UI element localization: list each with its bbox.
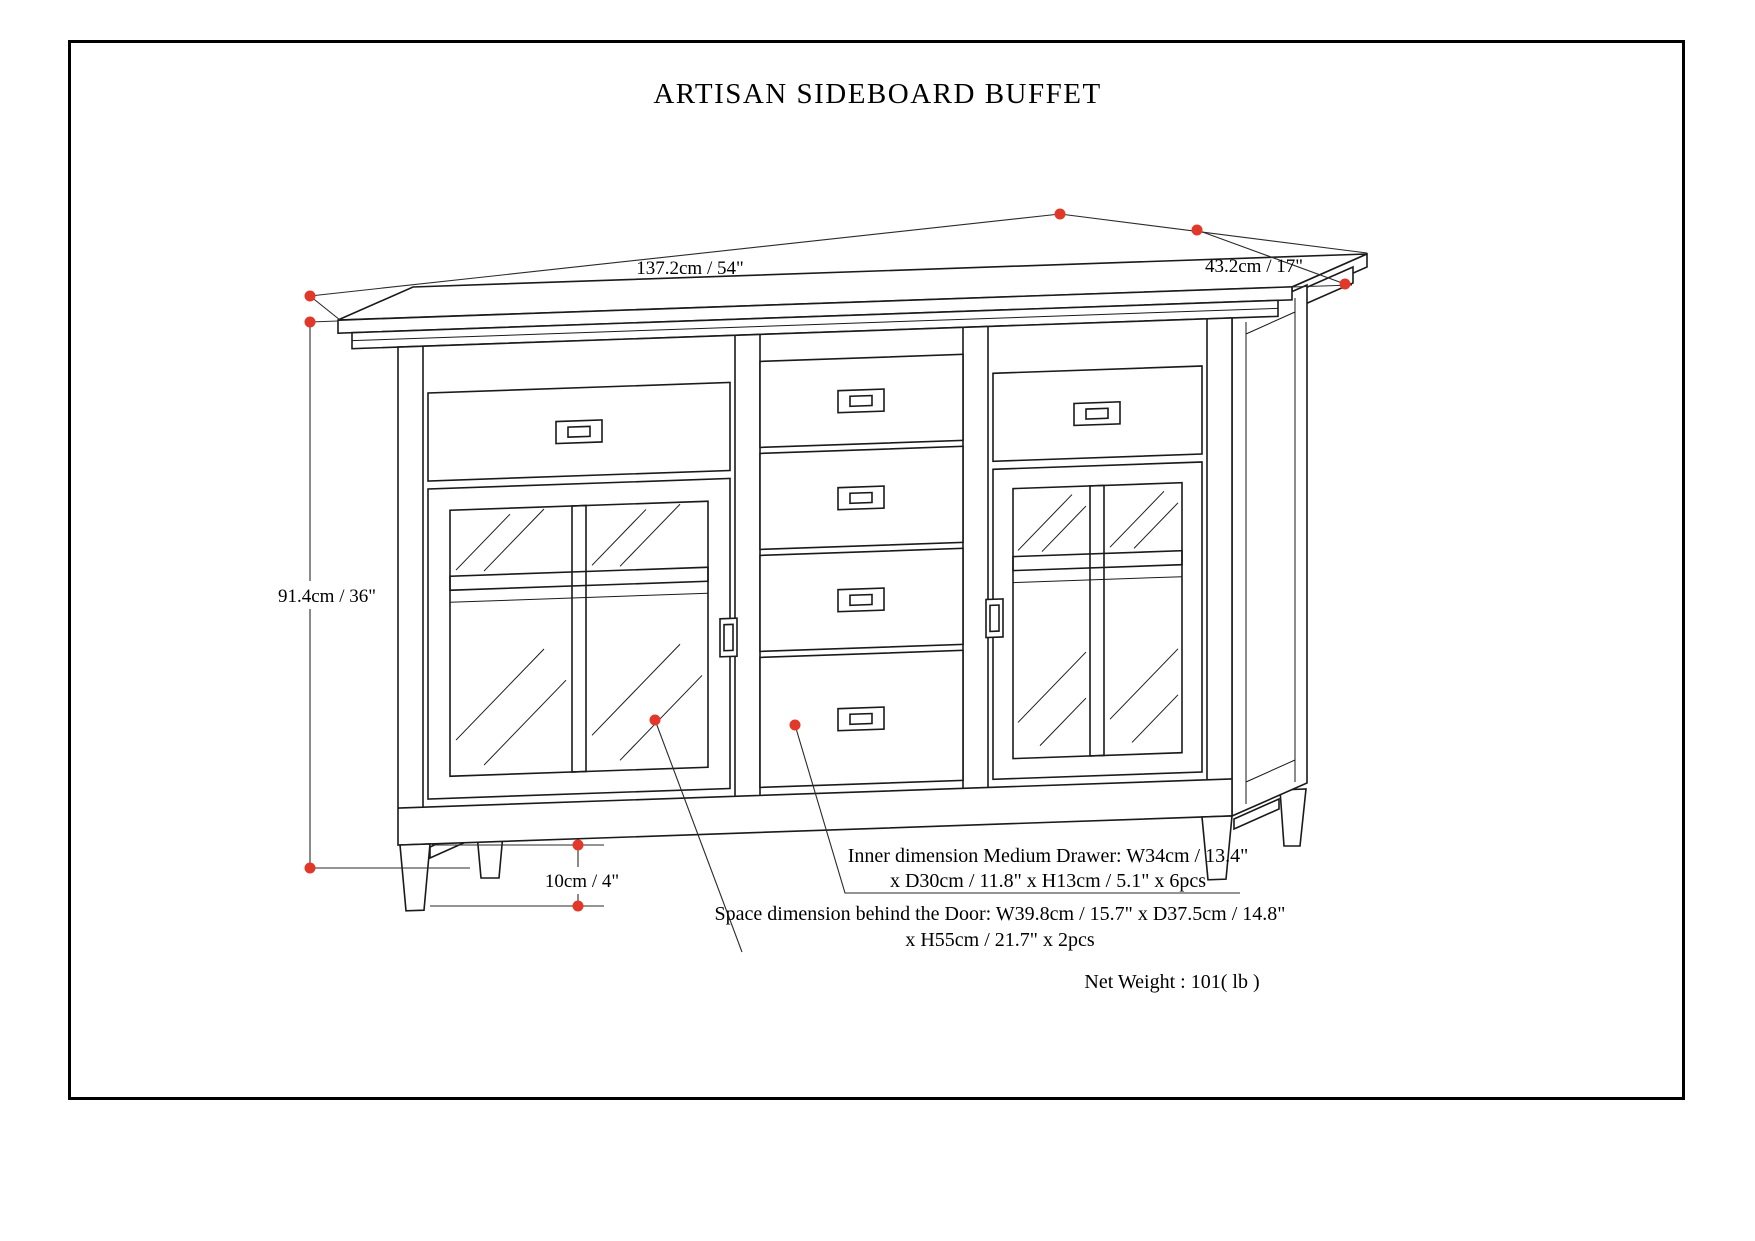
- middle-drawer-handles: [837, 388, 885, 732]
- page-border: [68, 40, 1685, 1100]
- right-door-glass-hatching: [1017, 490, 1179, 746]
- drawer-front: [759, 649, 964, 789]
- door-annotation-line1: Space dimension behind the Door: W39.8cm…: [715, 903, 1286, 925]
- drawer-front: [759, 445, 964, 551]
- right-side-panel: [1231, 283, 1308, 818]
- middle-drawer-stack: [759, 353, 964, 789]
- right-glass-door: [985, 461, 1203, 781]
- width-dimension-label: 137.2cm / 54": [636, 258, 744, 279]
- molding-bevel-line: [352, 307, 1278, 342]
- dimension-annotations: 137.2cm / 54" 43.2cm / 17" 91.4cm / 36" …: [258, 208, 1368, 993]
- right-drawer-front: [992, 365, 1203, 463]
- perspective-faces: [337, 252, 1368, 818]
- right-side-apron: [1233, 797, 1280, 831]
- width-dimension-line: [309, 213, 1368, 321]
- dimension-markers: [304, 208, 1351, 912]
- drawer-annotation-line2: x D30cm / 11.8" x H13cm / 5.1" x 6pcs: [890, 870, 1206, 892]
- left-glass-door: [427, 477, 738, 800]
- right-drawer-handle: [1073, 401, 1121, 427]
- door-annotation-line2: x H55cm / 21.7" x 2pcs: [905, 929, 1094, 951]
- height-dimension-label: 91.4cm / 36": [278, 586, 376, 607]
- left-drawer-handle: [555, 419, 603, 445]
- back-right-leg: [1279, 788, 1307, 847]
- door-callout-leader: [654, 719, 743, 953]
- front-left-leg: [399, 843, 431, 912]
- right-side-panel-frame: [1245, 298, 1296, 804]
- page-title: ARTISAN SIDEBOARD BUFFET: [653, 78, 1102, 110]
- net-weight-label: Net Weight : 101( lb ): [1084, 971, 1259, 993]
- drawer-callout-leader: [794, 724, 1240, 894]
- leg-height-dimension-label: 10cm / 4": [545, 871, 619, 892]
- drawer-front: [759, 353, 964, 449]
- left-door-handle: [719, 617, 738, 658]
- drawer-annotation-line1: Inner dimension Medium Drawer: W34cm / 1…: [848, 845, 1249, 867]
- height-label-mask: [258, 581, 396, 609]
- drawer-front: [759, 547, 964, 653]
- left-door-glass-hatching: [455, 503, 703, 766]
- right-door-handle: [985, 598, 1004, 639]
- leg-label-mask: [537, 867, 627, 894]
- depth-dimension-label: 43.2cm / 17": [1205, 256, 1303, 277]
- left-drawer-front: [427, 381, 731, 482]
- sideboard-front: [337, 286, 1293, 912]
- front-right-leg: [1201, 815, 1233, 881]
